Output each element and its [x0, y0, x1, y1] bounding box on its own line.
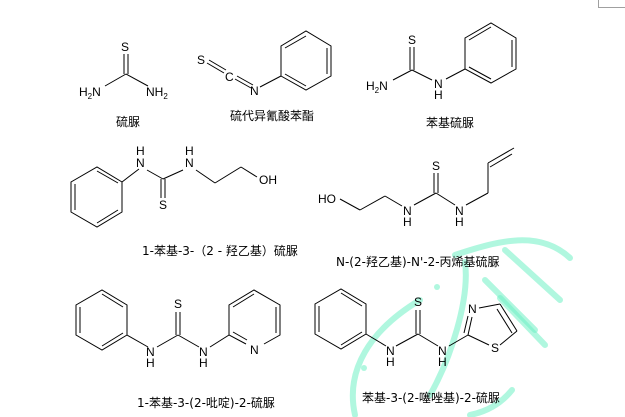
atom-s: S	[174, 297, 182, 311]
atom-n2: N	[438, 344, 447, 358]
structure-phenyl-thiazolyl-thiourea: N H S N H N S 苯基-3-(2-噻唑基)-2-硫脲	[314, 288, 518, 405]
atom-h: H	[434, 88, 443, 102]
atom-n1: N	[403, 204, 412, 218]
atom-h1: H	[136, 144, 145, 158]
structure-phenyl-isothiocyanate: S C N 硫代异氰酸苯酯	[197, 30, 332, 123]
window-frame-corner	[598, 0, 625, 8]
compound-label: 硫代异氰酸苯酯	[230, 108, 314, 123]
compound-label: 硫脲	[116, 114, 140, 129]
atom-s: S	[159, 198, 167, 212]
atom-h2n: H2N	[366, 79, 388, 95]
atom-n2: N	[199, 345, 208, 359]
atom-h2: H	[455, 215, 464, 229]
atom-oh: OH	[259, 173, 277, 187]
atom-s: S	[414, 295, 422, 309]
compound-label: 1-苯基-3-(2-吡啶)-2-硫脲	[137, 395, 275, 410]
atom-n2: N	[185, 156, 194, 170]
atom-n: N	[434, 77, 443, 91]
atom-nz: N	[468, 302, 477, 316]
atom-s: S	[121, 40, 129, 54]
atom-n: N	[250, 84, 259, 98]
atom-n2: N	[455, 204, 464, 218]
atom-n1: N	[386, 344, 395, 358]
atom-n1: N	[146, 345, 155, 359]
atom-ho: HO	[318, 192, 336, 206]
structure-thiourea: S H2N NH2 硫脲	[79, 40, 168, 129]
atom-h1: H	[386, 355, 395, 369]
compound-label: 1-苯基-3-（2 - 羟乙基）硫脲	[142, 243, 298, 258]
atom-sz: S	[491, 341, 499, 355]
compound-label: 苯基硫脲	[426, 115, 474, 130]
structure-phenyl-pyridyl-thiourea: N H S N H N 1-苯基-3-(2-吡啶)-2-硫脲	[75, 289, 281, 410]
atom-s: S	[197, 53, 205, 67]
atom-npy: N	[250, 343, 259, 357]
atom-s: S	[408, 33, 416, 47]
compound-label: 苯基-3-(2-噻唑基)-2-硫脲	[362, 390, 500, 405]
compound-label: N-(2-羟乙基)-N'-2-丙烯基硫脲	[336, 254, 500, 269]
watermark	[349, 237, 573, 417]
atom-h1: H	[146, 356, 155, 370]
atom-c: C	[225, 70, 234, 84]
atom-h2n: H2N	[79, 85, 101, 101]
structure-hydroxyethyl-allyl-thiourea: HO N H S N H N-(2-羟乙基)-N'-2-丙烯基硫脲	[318, 147, 515, 269]
atom-n1: N	[136, 156, 145, 170]
atom-s: S	[432, 159, 440, 173]
atom-nh2: NH2	[146, 85, 168, 101]
atom-h2: H	[185, 144, 194, 158]
atom-h2: H	[199, 356, 208, 370]
atom-h1: H	[403, 215, 412, 229]
atom-h2: H	[438, 355, 447, 369]
structure-phenylthiourea: S H2N N H 苯基硫脲	[366, 22, 517, 130]
structure-phenyl-hydroxyethyl-thiourea: H N S H N OH 1-苯基-3-（2 - 羟乙基）硫脲	[70, 144, 298, 258]
